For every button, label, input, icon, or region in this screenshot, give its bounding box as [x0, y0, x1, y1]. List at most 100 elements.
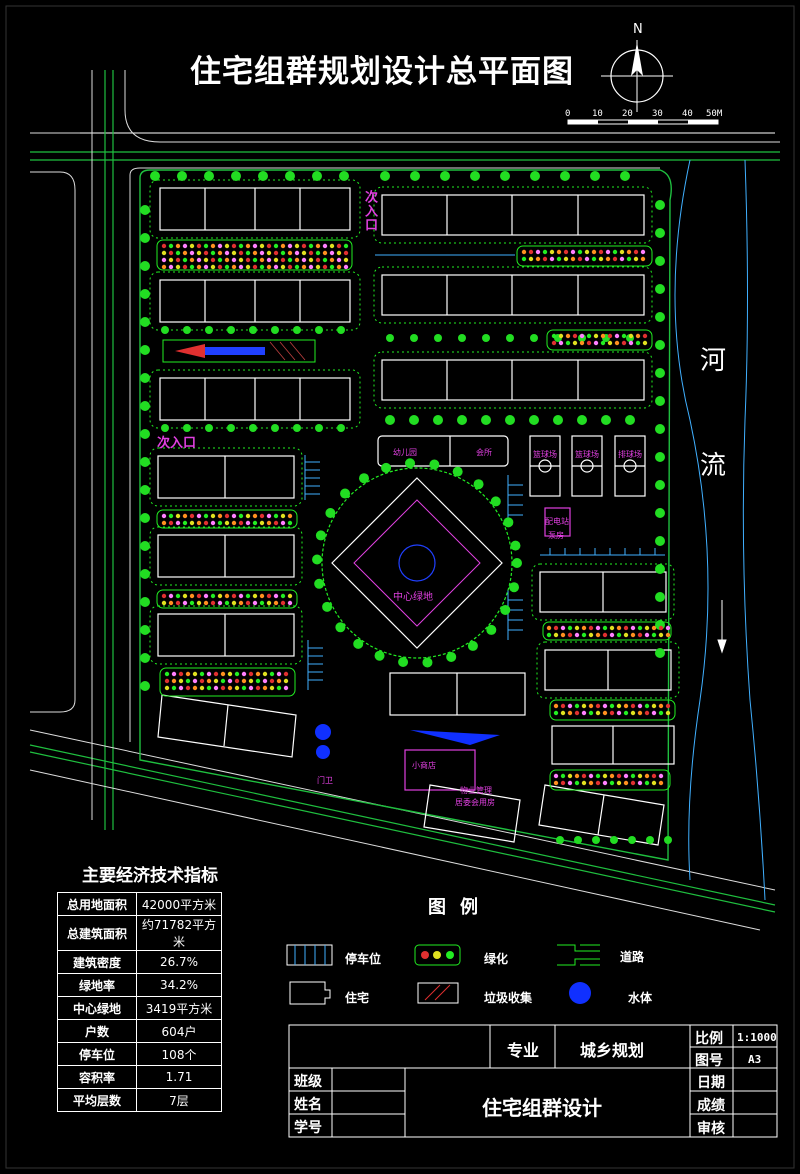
flower-icon	[560, 780, 566, 786]
flower-icon	[637, 625, 643, 631]
tree-icon	[433, 415, 443, 425]
tree-icon	[530, 334, 538, 342]
housing-icon	[289, 981, 331, 1005]
tree-symbols	[140, 171, 672, 844]
flower-icon	[280, 243, 286, 249]
flower-icon	[609, 625, 615, 631]
flower-icon	[600, 333, 606, 339]
flower-icon	[336, 243, 342, 249]
flower-icon	[308, 250, 314, 256]
flower-icon	[192, 685, 198, 691]
flower-icon	[206, 685, 212, 691]
substation-label: 配电站	[545, 517, 569, 526]
flower-icon	[273, 520, 279, 526]
flower-icon	[238, 513, 244, 519]
flower-icon	[196, 520, 202, 526]
flower-icon	[602, 710, 608, 716]
tree-icon	[452, 466, 463, 477]
flower-icon	[602, 625, 608, 631]
flower-icon	[259, 593, 265, 599]
flower-icon	[542, 256, 548, 262]
flower-icon	[294, 250, 300, 256]
scale-tick: 0	[565, 109, 571, 119]
tree-icon	[161, 326, 169, 334]
flower-icon	[637, 780, 643, 786]
flower-icon	[528, 256, 534, 262]
flower-icon	[556, 249, 562, 255]
project-name: 住宅组群设计	[482, 1096, 602, 1120]
tree-icon	[440, 171, 450, 181]
date-label: 日期	[697, 1075, 725, 1091]
flower-icon	[560, 710, 566, 716]
flower-icon	[588, 773, 594, 779]
table-cell: 中心绿地	[57, 996, 137, 1020]
river	[674, 159, 766, 901]
flower-icon	[614, 340, 620, 346]
tree-icon	[490, 496, 501, 507]
flower-icon	[301, 264, 307, 270]
flower-icon	[665, 710, 671, 716]
flower-icon	[308, 243, 314, 249]
tree-icon	[140, 261, 150, 271]
flower-icon	[560, 632, 566, 638]
table-cell: 总用地面积	[57, 892, 137, 916]
flower-icon	[595, 703, 601, 709]
page-title: 住宅组群规划设计总平面图	[190, 54, 574, 90]
flower-icon	[623, 773, 629, 779]
flower-icon	[287, 257, 293, 263]
tree-icon	[183, 326, 191, 334]
table-cell: 26.7%	[136, 950, 222, 974]
legend-icons	[286, 944, 600, 1005]
flower-icon	[570, 256, 576, 262]
flower-icon	[259, 513, 265, 519]
flower-icon	[168, 257, 174, 263]
tree-icon	[315, 530, 326, 541]
flower-icon	[588, 703, 594, 709]
flower-icon	[245, 264, 251, 270]
flower-icon	[658, 780, 664, 786]
flower-icon	[602, 780, 608, 786]
flower-icon	[591, 249, 597, 255]
flower-icon	[623, 625, 629, 631]
tree-icon	[353, 638, 364, 649]
tree-icon	[380, 171, 390, 181]
flower-icon	[336, 264, 342, 270]
main-roads	[29, 70, 780, 913]
flower-icon	[567, 632, 573, 638]
tree-icon	[473, 479, 484, 490]
flower-icon	[616, 773, 622, 779]
flower-icon	[551, 333, 557, 339]
flower-icon	[633, 249, 639, 255]
scale-tick: 10	[592, 109, 603, 119]
flower-icon	[185, 671, 191, 677]
drawing-no-label: 图号	[695, 1053, 723, 1069]
residential-buildings	[157, 187, 675, 846]
flower-icon	[574, 625, 580, 631]
student-id-label: 学号	[294, 1120, 322, 1136]
flower-icon	[560, 625, 566, 631]
flower-icon	[609, 710, 615, 716]
flower-icon	[259, 250, 265, 256]
flower-icon	[231, 520, 237, 526]
flower-icon	[640, 256, 646, 262]
flower-icon	[665, 625, 671, 631]
flower-icon	[651, 780, 657, 786]
flower-icon	[273, 243, 279, 249]
tree-icon	[386, 334, 394, 342]
tree-icon	[231, 171, 241, 181]
tree-icon	[258, 171, 268, 181]
tree-icon	[655, 564, 665, 574]
flower-icon	[175, 520, 181, 526]
flower-icon	[574, 780, 580, 786]
flower-icon	[579, 340, 585, 346]
flower-icon	[182, 250, 188, 256]
flower-icon	[301, 250, 307, 256]
flower-icon	[259, 264, 265, 270]
tree-icon	[553, 415, 563, 425]
flower-icon	[213, 678, 219, 684]
flower-icon	[217, 250, 223, 256]
